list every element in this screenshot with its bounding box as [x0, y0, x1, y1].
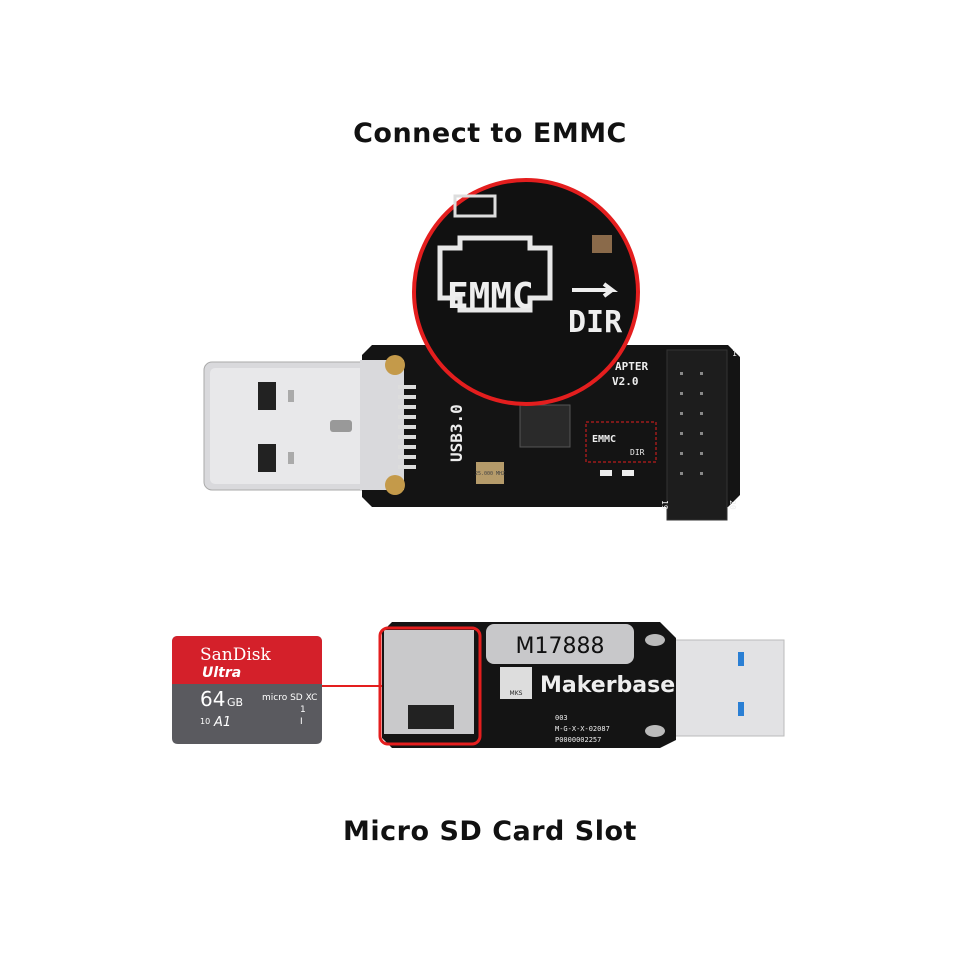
zoom-dir-text: DIR: [568, 305, 623, 340]
usb-plug-bottom: [669, 639, 785, 737]
dir-silkscreen: DIR: [630, 448, 645, 457]
caption-micro-sd-card-slot: Micro SD Card Slot: [343, 816, 637, 847]
board-label: M17888: [516, 634, 605, 659]
sd-slot-highlight: [378, 626, 482, 746]
pin-20-label: 20: [728, 500, 737, 510]
sd-class: 10: [200, 717, 210, 726]
makerbase-pcb: M17888 MKS Makerbase 003 M-G-X-X-02087 P…: [378, 622, 676, 748]
board-code-3: P0000002257: [555, 736, 601, 744]
sd-capacity: 64: [200, 687, 225, 711]
pin-1-label: 1: [732, 349, 737, 358]
sd-speed-class: 1: [300, 705, 306, 715]
board-code-2: M-G-X-X-02087: [555, 725, 610, 733]
usb-plug: [203, 361, 405, 491]
sd-format: micro SD XC: [262, 693, 317, 703]
board-code-1: 003: [555, 714, 568, 722]
sd-uhs: I: [300, 717, 303, 727]
usb3-silkscreen: USB3.0: [447, 404, 466, 462]
version-silkscreen: V2.0: [612, 375, 639, 388]
zoom-emmc-text: EMMC: [447, 276, 534, 317]
mks-logo: MKS: [510, 690, 523, 697]
caption-connect-to-emmc: Connect to EMMC: [353, 118, 627, 149]
sd-line: Ultra: [202, 665, 241, 681]
sd-card: SanDisk Ultra 64 GB micro SD XC 1 I 10 A…: [172, 636, 322, 744]
emmc-zoom-magnifier: EMMC DIR: [412, 178, 640, 406]
sd-brand: SanDisk: [200, 645, 272, 665]
makerbase-brand: Makerbase: [540, 673, 675, 698]
pin-19-label: 19: [660, 500, 669, 510]
sd-app-class: A1: [213, 715, 231, 730]
crystal-label: 25.000 MHZ: [475, 471, 505, 477]
emmc-adapter-pcb: 25.000 MHZ USB3.0 APTER V2.0 EMMC DIR 1 …: [360, 345, 740, 521]
emmc-silkscreen: EMMC: [592, 434, 616, 445]
sd-unit: GB: [227, 696, 243, 709]
adapter-silkscreen: APTER: [615, 360, 648, 373]
